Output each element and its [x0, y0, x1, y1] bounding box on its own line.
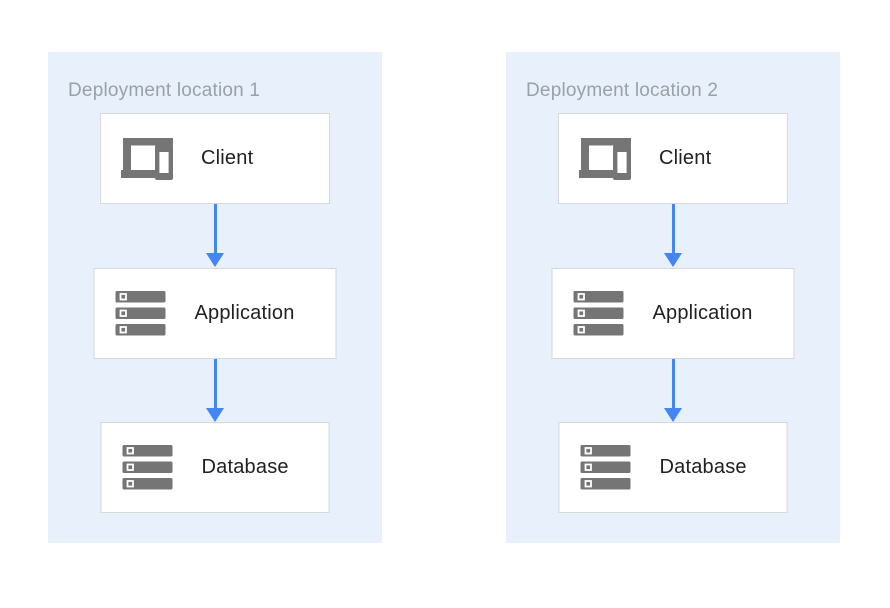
node-label: Application — [194, 302, 295, 324]
devices-icon — [121, 137, 173, 180]
storage-icon — [573, 291, 625, 336]
deployment-panel-1: Deployment location 1 Client — [48, 52, 382, 543]
node-database: Database — [100, 422, 330, 513]
node-application: Application — [93, 268, 337, 359]
deployment-panel-2: Deployment location 2 Client — [506, 52, 840, 543]
panel-title: Deployment location 2 — [526, 80, 719, 101]
storage-icon — [115, 291, 167, 336]
arrow-application-to-database — [664, 359, 682, 422]
node-application: Application — [551, 268, 795, 359]
arrow-line — [213, 204, 217, 253]
storage-icon — [580, 445, 632, 490]
node-label: Application — [652, 302, 753, 324]
panel-title: Deployment location 1 — [68, 80, 261, 101]
arrow-client-to-application — [664, 204, 682, 267]
arrow-client-to-application — [206, 204, 224, 267]
arrow-head-icon — [206, 408, 224, 422]
arrow-line — [213, 359, 217, 408]
storage-icon — [122, 445, 174, 490]
node-label: Client — [659, 147, 712, 169]
arrow-head-icon — [664, 253, 682, 267]
arrow-head-icon — [206, 253, 224, 267]
arrow-line — [671, 204, 675, 253]
arrow-application-to-database — [206, 359, 224, 422]
node-client: Client — [100, 113, 330, 204]
node-label: Database — [201, 456, 289, 478]
devices-icon — [579, 137, 631, 180]
arrow-line — [671, 359, 675, 408]
node-label: Database — [659, 456, 747, 478]
node-client: Client — [558, 113, 788, 204]
node-label: Client — [201, 147, 254, 169]
node-database: Database — [558, 422, 788, 513]
arrow-head-icon — [664, 408, 682, 422]
